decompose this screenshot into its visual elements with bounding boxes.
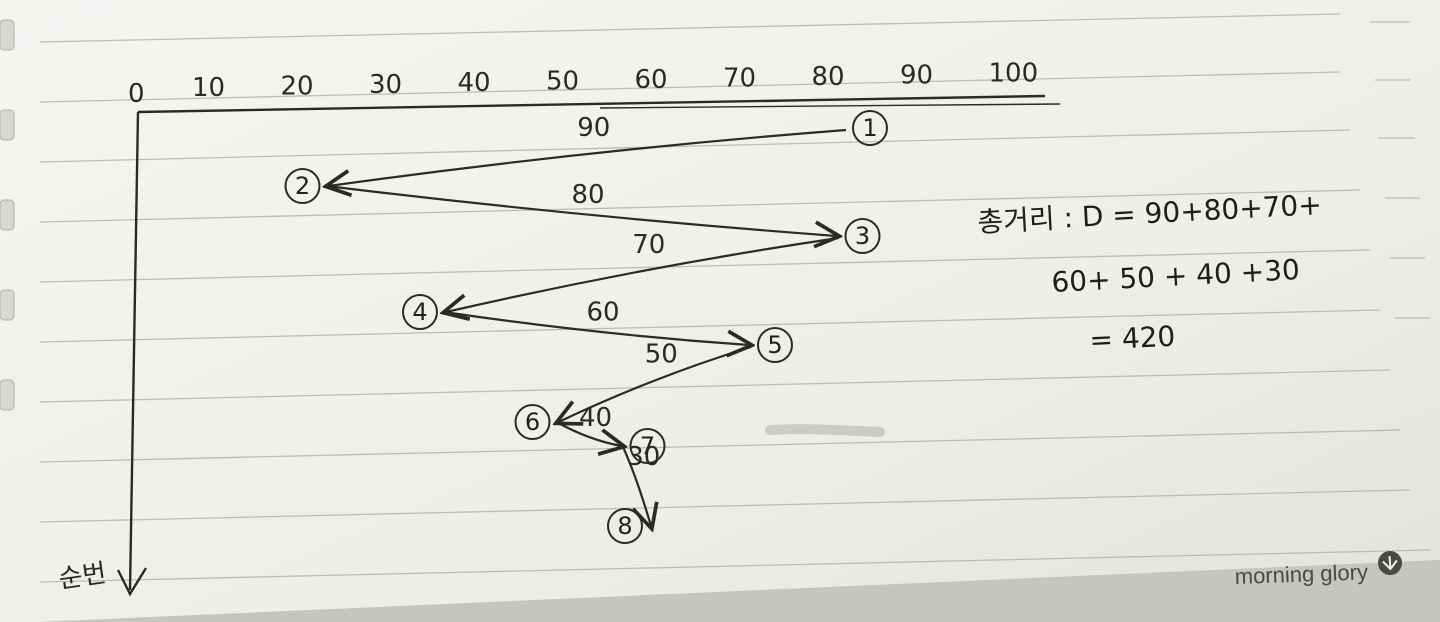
pencil-smudge	[765, 424, 885, 437]
movement-arrows	[326, 128, 847, 526]
scale-tick-labels: 10 20 30 40 50 60 70 80 90 100	[192, 59, 1038, 103]
movement-distance-label: 70	[632, 230, 665, 260]
movement-arrow	[559, 345, 752, 422]
visit-marker-5: 5	[757, 327, 793, 363]
visit-marker-label: 2	[295, 172, 310, 200]
sequence-axis-label: 순번	[57, 559, 109, 595]
movement-distance-label: 60	[587, 298, 620, 328]
scale-tick-label: 80	[812, 62, 845, 92]
movement-distance-labels: 90 80 70 60 50 40 30	[572, 113, 678, 472]
scale-tick-label: 40	[458, 68, 491, 98]
movement-arrow	[326, 184, 837, 236]
brand-name: morning glory	[1234, 559, 1368, 589]
scale-tick-label: 30	[369, 70, 402, 100]
sequence-axis-arrow	[116, 567, 148, 597]
movement-distance-label: 30	[627, 442, 660, 472]
scale-axis: 0 10 20 30 40 50 60 70 80 90 100	[128, 59, 1061, 114]
right-margin-lines	[1370, 21, 1430, 319]
visit-marker-circle	[284, 168, 321, 204]
ruled-lines	[39, 13, 1431, 583]
visit-marker-circle	[514, 404, 551, 440]
desk-surface	[40, 560, 1440, 622]
visit-marker-3: 3	[844, 218, 881, 254]
scale-tick-label: 100	[989, 59, 1039, 89]
movement-distance-label: 80	[572, 180, 605, 210]
scale-tick-label: 60	[635, 65, 668, 95]
movement-arrow	[446, 236, 839, 312]
formula-line-3: = 420	[1089, 320, 1176, 357]
movement-arrow	[555, 421, 622, 446]
binding-rings	[0, 19, 15, 411]
visit-marker-4: 4	[402, 294, 438, 330]
visit-markers: 1 2 3 4 5 6 7 8	[284, 110, 888, 544]
movement-distance-label: 50	[645, 340, 678, 370]
visit-marker-2: 2	[284, 168, 321, 204]
scale-start-label: 0	[128, 79, 145, 109]
movement-distance-label: 90	[577, 113, 610, 143]
visit-marker-circle	[757, 327, 793, 363]
visit-marker-7: 7	[629, 428, 666, 464]
visit-marker-1: 1	[852, 110, 888, 146]
visit-marker-circle	[844, 218, 881, 254]
visit-marker-label: 1	[862, 114, 877, 142]
scale-tick-label: 50	[546, 67, 579, 97]
visit-marker-circle	[607, 508, 643, 544]
visit-marker-circle	[852, 110, 888, 146]
scale-tick-label: 70	[723, 63, 756, 93]
brand-mark: morning glory	[1234, 551, 1402, 589]
scale-tick-label: 90	[900, 60, 933, 90]
visit-marker-6: 6	[514, 404, 551, 440]
visit-marker-label: 5	[767, 331, 782, 359]
movement-distance-label: 40	[579, 403, 612, 433]
flower-logo-icon	[1378, 551, 1402, 575]
visit-marker-circle	[629, 428, 666, 464]
movement-arrow	[329, 128, 847, 186]
visit-marker-circle	[402, 294, 438, 330]
movement-arrow	[622, 447, 652, 526]
visit-marker-label: 7	[640, 432, 655, 460]
visit-marker-label: 8	[617, 512, 632, 540]
visit-marker-8: 8	[607, 508, 643, 544]
sequence-axis: 순번	[57, 111, 148, 597]
movement-arrow	[443, 310, 749, 345]
visit-marker-label: 4	[412, 298, 427, 326]
scale-tick-label: 20	[281, 71, 314, 101]
visit-marker-label: 3	[855, 222, 870, 250]
visit-marker-label: 6	[525, 408, 540, 436]
scale-tick-label: 10	[192, 73, 225, 103]
